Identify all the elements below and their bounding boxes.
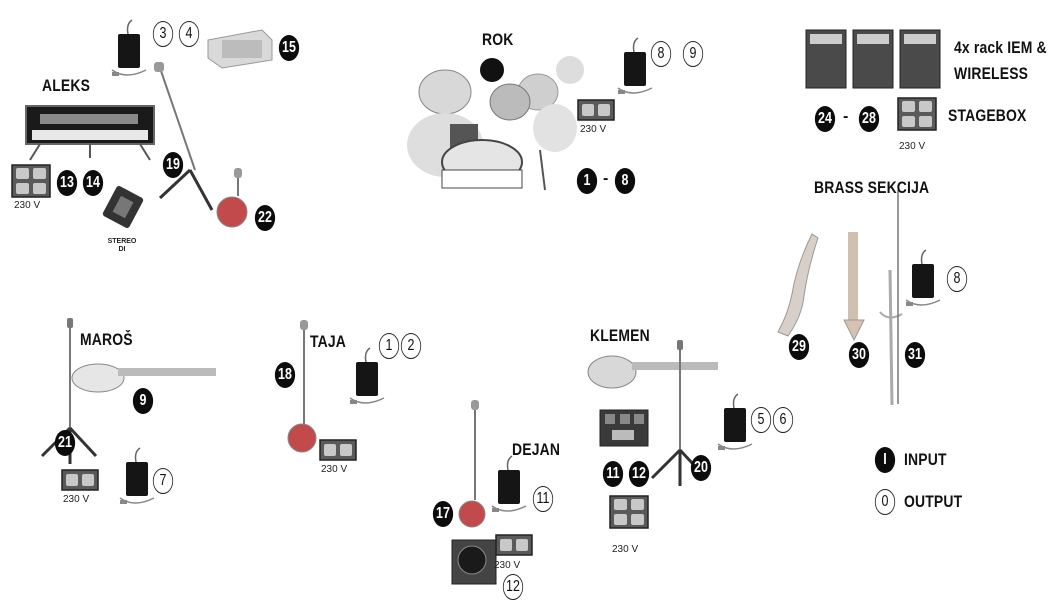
maros-label: MAROŠ (80, 330, 133, 349)
aleks-input-badge-13: 13 (56, 170, 78, 196)
taja-iem-pack (349, 347, 385, 405)
legend-input-label: INPUT (904, 450, 947, 469)
aleks-label: ALEKS (42, 76, 91, 95)
wireless-label: WIRELESS (954, 64, 1029, 83)
taja-power-box (319, 439, 357, 461)
brass-instruments (777, 190, 903, 406)
brass-iem-pack (905, 249, 941, 307)
brass-input-badge-31: 31 (904, 342, 926, 368)
aleks-area (11, 19, 273, 228)
rok-output-badge-8: 8 (650, 41, 672, 67)
brass-output-badge-8: 8 (946, 266, 968, 292)
klemen-label: KLEMEN (590, 326, 650, 345)
maros-iem-pack (119, 447, 155, 505)
maros-bass-guitar (71, 363, 216, 393)
rok-input-badge-1: 1 (576, 168, 598, 194)
aleks-input-badge-19: 19 (162, 152, 184, 178)
rok-input-badge-8: 8 (614, 168, 636, 194)
legend-output-label: OUTPUT (904, 492, 963, 511)
maros-power-label: 230 V (63, 494, 90, 505)
rack-range-dash: - (843, 108, 849, 125)
klemen-input-badge-12: 12 (628, 461, 650, 487)
stereo-di-label-2: DI (118, 246, 126, 253)
aleks-power-box (11, 164, 51, 198)
stereo-di-label-1: STEREO (107, 238, 137, 245)
aleks-output-badge-3: 3 (152, 21, 174, 47)
aleks-kick-mic (216, 168, 248, 228)
taja-label: TAJA (310, 332, 347, 351)
klemen-pedalboard (599, 409, 649, 447)
dejan-power-label: 230 V (494, 560, 521, 571)
klemen-power-box (609, 495, 649, 529)
rack-label: 4x rack IEM & (954, 38, 1047, 57)
maros-power-box (61, 469, 99, 491)
rok-output-badge-9: 9 (682, 41, 704, 67)
drum-kit (407, 56, 584, 191)
dejan-input-badge-17: 17 (432, 501, 454, 527)
maros-input-badge-9: 9 (132, 388, 154, 414)
brass-input-badge-29: 29 (788, 334, 810, 360)
dejan-output-badge-11: 11 (532, 486, 554, 512)
rack-units (805, 29, 941, 89)
klemen-input-badge-20: 20 (690, 455, 712, 481)
dejan-output-badge-12: 12 (502, 574, 524, 600)
taja-output-badge-1: 1 (378, 333, 400, 359)
aleks-input-badge-14: 14 (82, 170, 104, 196)
klemen-iem-pack (717, 393, 753, 451)
aleks-keyboard (25, 105, 155, 161)
dejan-iem-pack (491, 455, 527, 513)
maros-input-badge-21: 21 (54, 430, 76, 456)
aleks-input-badge-22: 22 (254, 205, 276, 231)
aleks-projector (207, 29, 273, 69)
legend-output-badge: 0 (874, 489, 896, 515)
aleks-boom-mic-stand (154, 62, 214, 211)
taja-mic (287, 320, 317, 453)
dejan-power-box (495, 534, 533, 556)
brass-input-badge-30: 30 (848, 342, 870, 368)
aleks-output-badge-4: 4 (178, 21, 200, 47)
rok-label: ROK (482, 30, 514, 49)
rack-input-badge-24: 24 (814, 106, 836, 132)
klemen-guitar (587, 355, 718, 389)
taja-output-badge-2: 2 (400, 333, 422, 359)
maros-output-badge-7: 7 (152, 468, 174, 494)
stereo-di-box (102, 186, 144, 228)
klemen-output-badge-5: 5 (750, 407, 772, 433)
klemen-input-badge-11: 11 (602, 461, 624, 487)
stagebox-label: STAGEBOX (948, 106, 1027, 125)
klemen-power-label: 230 V (612, 544, 639, 555)
taja-power-label: 230 V (321, 464, 348, 475)
rok-range-dash: - (603, 170, 609, 187)
rack-input-badge-28: 28 (858, 106, 880, 132)
aleks-input-badge-15: 15 (278, 35, 300, 61)
dejan-turntable (451, 539, 497, 585)
aleks-power-label: 230 V (14, 200, 41, 211)
stagebox-power-label: 230 V (899, 141, 926, 152)
rok-power-label: 230 V (580, 124, 607, 135)
dejan-label: DEJAN (512, 440, 561, 459)
legend-input-badge: I (874, 447, 896, 473)
klemen-output-badge-6: 6 (772, 407, 794, 433)
brass-section-label: BRASS SEKCIJA (814, 178, 930, 197)
dejan-mic (458, 400, 486, 528)
rok-iem-pack (617, 37, 653, 95)
aleks-iem-pack (111, 19, 147, 77)
rok-power-box (577, 99, 615, 121)
taja-input-badge-18: 18 (274, 362, 296, 388)
stagebox-power (897, 97, 937, 131)
